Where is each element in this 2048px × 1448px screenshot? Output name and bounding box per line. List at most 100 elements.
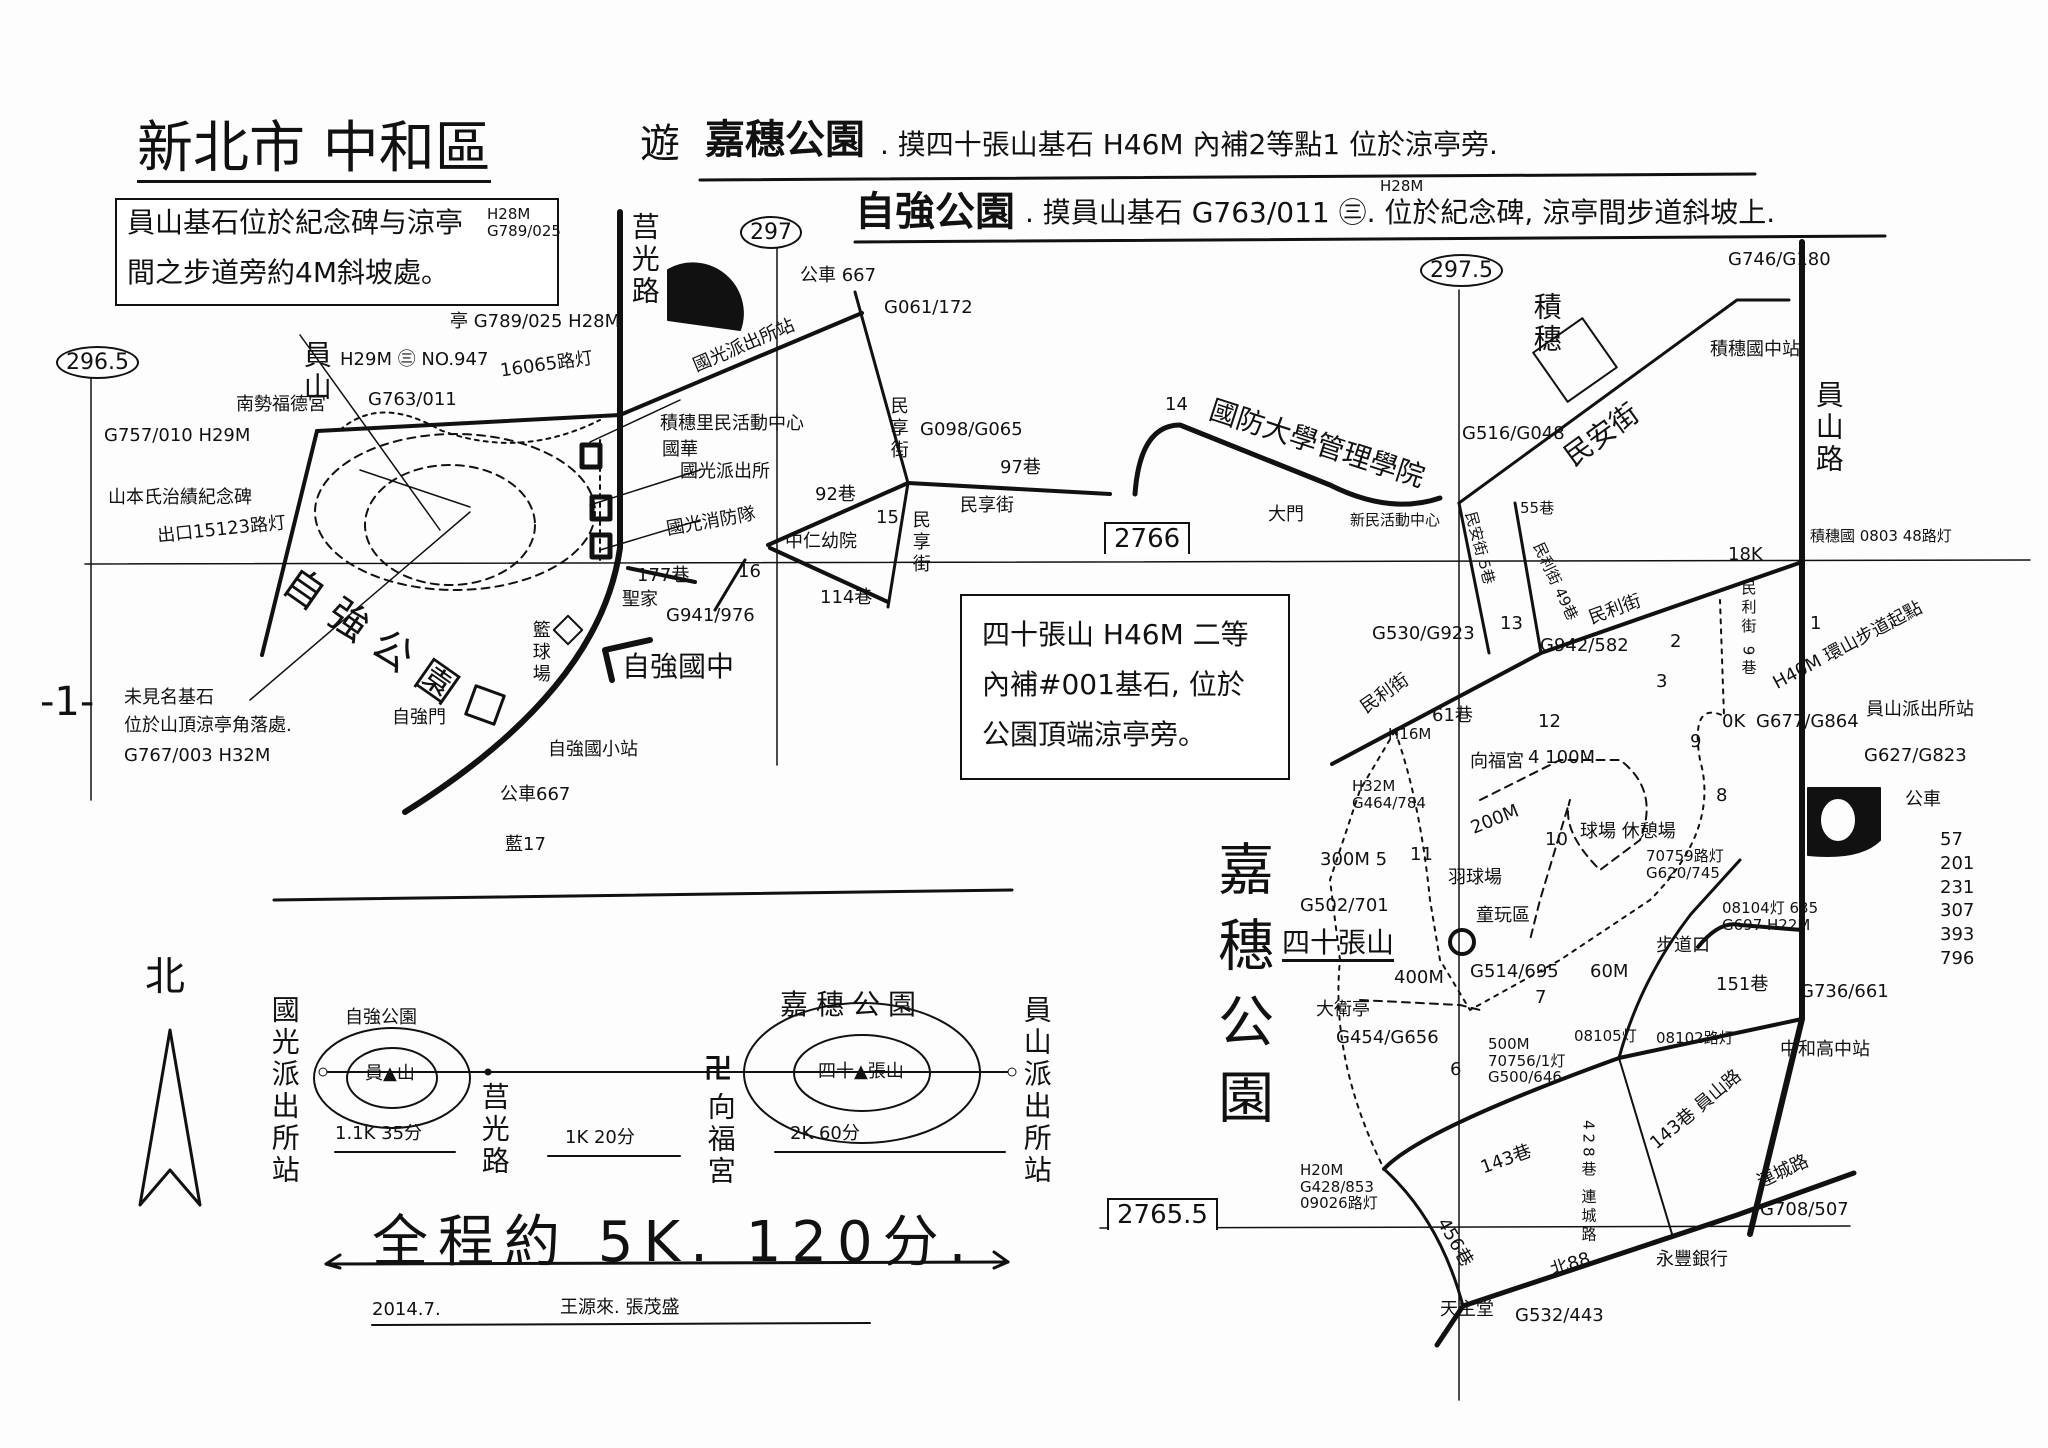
label-lamp-08105: 08105灯	[1574, 1027, 1637, 1045]
grid-label-296-5: 296.5	[56, 346, 139, 379]
route-park1: 自強公園	[345, 1007, 417, 1028]
label-basketball: 籃球場	[529, 620, 551, 686]
route-park1-outer	[313, 1027, 471, 1129]
label-lamp-08102: 08102路灯	[1656, 1029, 1734, 1047]
north-arrow-icon	[138, 1028, 202, 1207]
route-start-dot	[318, 1067, 328, 1077]
label-g763: G763/011	[368, 389, 457, 410]
label-sishizhang: 四十張山	[1282, 927, 1395, 962]
total-arrow-right-head	[992, 1250, 1010, 1270]
route-juguang-dot	[484, 1068, 492, 1076]
building-3	[589, 532, 613, 560]
label-g061: G061/172	[884, 297, 973, 318]
label-h29: H29M ㊂ NO.947	[340, 349, 489, 370]
route-park2-inner	[793, 1034, 931, 1112]
route-seg1: 1.1K 35分	[335, 1123, 423, 1144]
label-3: 3	[1656, 671, 1668, 692]
station-emblem-left-icon	[667, 262, 744, 331]
route-seg2: 1K 20分	[565, 1127, 635, 1148]
label-g514: G514/695	[1470, 961, 1559, 982]
road-114-lane	[768, 546, 890, 604]
road-151-lane	[1696, 922, 1804, 949]
route-park2: 嘉穗公園	[780, 988, 925, 1021]
label-g942: G942/582	[1540, 635, 1629, 656]
route-authors: 王源來. 張茂盛	[560, 1297, 680, 1318]
label-500m: 500M 70756/1灯 G500/646	[1488, 1035, 1566, 1086]
label-g736: G736/661	[1800, 981, 1889, 1002]
label-151-lane: 151巷	[1716, 974, 1769, 995]
label-nanshi-temple: 南勢福德宮	[236, 394, 326, 415]
note-right-line2: 內補#001基石, 位於	[982, 668, 1245, 701]
label-g428: H20M G428/853 09026路灯	[1300, 1161, 1378, 1212]
ziqiang-underline	[853, 234, 1887, 244]
label-jiasui-park: 嘉穗公園	[1208, 840, 1274, 1144]
road-16	[713, 558, 747, 612]
route-temple-icon: 卍	[704, 1052, 733, 1085]
label-7: 7	[1535, 987, 1547, 1008]
label-11: 11	[1410, 844, 1433, 865]
label-92-lane: 92巷	[815, 484, 856, 505]
bus-route: 307	[1940, 900, 1975, 922]
ziqiang-description: . 摸員山基石 G763/011 ㊂. 位於紀念碑, 涼亭間步道斜坡上.	[1025, 196, 1776, 229]
road-minli-49	[1457, 501, 1543, 655]
label-minxiang-st-2: 民享街	[960, 495, 1014, 516]
label-g454: G454/G656	[1336, 1027, 1439, 1048]
label-g941: G941/976	[666, 605, 755, 626]
label-114-lane: 114巷	[820, 587, 873, 608]
label-yuanshan-police-stop: 員山派出所站	[1866, 699, 1974, 720]
label-g530: G530/G923	[1372, 623, 1475, 644]
label-unknown-stone-2: 位於山頂涼亭角落處.	[124, 715, 292, 736]
ziqiang-jhs-outline	[602, 637, 653, 683]
label-h16: H16M	[1388, 725, 1432, 743]
label-13: 13	[1500, 613, 1523, 634]
label-300m: 300M 5	[1320, 849, 1388, 870]
label-minxiang-st-1: 民享街	[887, 396, 909, 462]
label-lamp-70759: 70759路灯 G620/745	[1646, 847, 1724, 882]
title-visit: 遊	[640, 121, 680, 167]
label-g516: G516/G048	[1462, 423, 1565, 444]
label-400m: 400M	[1394, 967, 1444, 988]
bus-route: 57	[1940, 829, 1963, 850]
building-1	[579, 442, 603, 470]
label-g627: G627/G823	[1864, 745, 1967, 766]
label-pavilion: 亭 G789/025 H28M	[450, 311, 621, 332]
label-55-lane: 55巷	[1520, 499, 1555, 517]
bus-route-list: 57 201 231 307 393 796	[1940, 830, 1974, 969]
label-428-lane: 428巷 連城路	[1579, 1120, 1598, 1246]
label-unknown-stone-1: 未見名基石	[124, 687, 214, 708]
label-monument: 山本氏治績紀念碑	[108, 487, 252, 508]
label-1: 1	[1810, 613, 1822, 634]
road-yuanshan	[1747, 239, 1805, 1237]
label-g677: G677/G864	[1756, 711, 1859, 732]
route-seg3: 2K 60分	[790, 1123, 860, 1144]
label-6: 6	[1450, 1059, 1462, 1080]
note-left-line1: 員山基石位於紀念碑与涼亭	[127, 206, 464, 239]
label-juguang-rd: 莒光路	[627, 212, 661, 308]
road-ndu	[1132, 422, 1443, 507]
bus-route: 231	[1940, 876, 1975, 898]
label-61-lane: 61巷	[1432, 705, 1473, 726]
label-177-lane: 177巷	[637, 565, 690, 586]
label-60m: 60M	[1590, 961, 1629, 982]
road-428-lane	[1618, 1057, 1673, 1235]
road-guoguang	[618, 311, 864, 417]
label-jisui-lamp: 積穗國 0803 48路灯	[1810, 527, 1952, 545]
label-main-gate: 大門	[1268, 504, 1304, 525]
credit-underline	[371, 1322, 871, 1326]
label-g502: G502/701	[1300, 895, 1389, 916]
label-15: 15	[876, 507, 899, 528]
title-district: 新北市 中和區	[137, 116, 491, 183]
road-left	[260, 429, 319, 657]
note-left-line2: 間之步道旁約4M斜坡處。	[127, 256, 449, 289]
title-ziqiang-park: 自強公園	[855, 189, 1015, 235]
label-unknown-stone-3: G767/003 H32M	[124, 745, 271, 766]
label-minxiang-st-3: 民享街	[909, 510, 931, 576]
basketball-court	[552, 614, 584, 646]
label-18k: 18K	[1728, 544, 1763, 565]
grid-label-297: 297	[740, 216, 802, 249]
label-dawei: 大衛亭	[1316, 999, 1370, 1020]
ziqiang-height: H28M	[1380, 177, 1424, 195]
road-97-lane	[906, 481, 1112, 496]
label-shengjia: 聖家	[622, 589, 658, 610]
